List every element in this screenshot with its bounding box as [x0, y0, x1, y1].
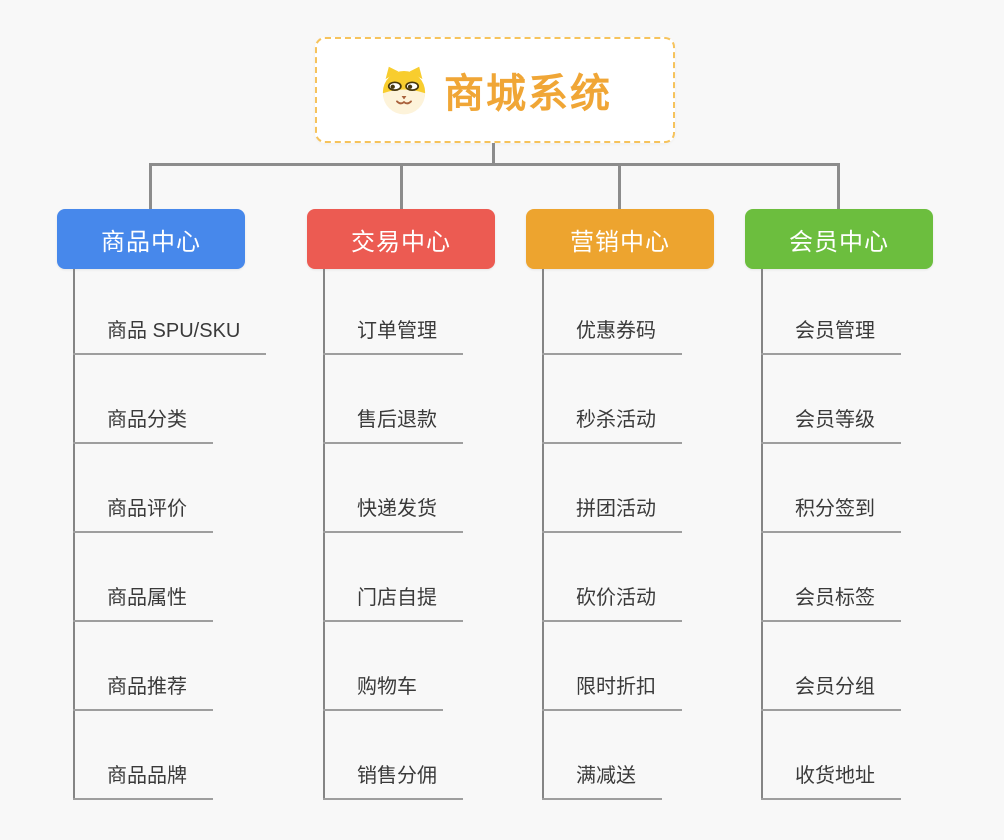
leaf-node[interactable]: 商品评价 — [73, 495, 213, 533]
leaf-node[interactable]: 限时折扣 — [542, 673, 682, 711]
dog-face-icon — [382, 66, 426, 115]
branch-column-trade: 交易中心 订单管理 售后退款 快递发货 门店自提 购物车 销售分佣 — [307, 0, 567, 840]
root-title: 商城系统 — [444, 72, 612, 116]
leaf-node[interactable]: 快递发货 — [323, 495, 463, 533]
branch-trunk-line — [73, 269, 75, 800]
branch-column-members: 会员中心 会员管理 会员等级 积分签到 会员标签 会员分组 收货地址 — [745, 0, 1004, 840]
leaf-node[interactable]: 门店自提 — [323, 584, 463, 622]
leaf-node[interactable]: 售后退款 — [323, 406, 463, 444]
leaf-node[interactable]: 会员标签 — [761, 584, 901, 622]
leaf-node[interactable]: 收货地址 — [761, 762, 901, 800]
connector-drop-marketing — [618, 166, 621, 209]
leaf-node[interactable]: 秒杀活动 — [542, 406, 682, 444]
branch-column-marketing: 营销中心 优惠券码 秒杀活动 拼团活动 砍价活动 限时折扣 满减送 — [526, 0, 786, 840]
leaf-node[interactable]: 会员分组 — [761, 673, 901, 711]
leaf-node[interactable]: 积分签到 — [761, 495, 901, 533]
connector-drop-members — [837, 166, 840, 209]
leaf-node[interactable]: 优惠券码 — [542, 317, 682, 355]
branch-node-member-center[interactable]: 会员中心 — [745, 209, 933, 269]
connector-drop-products — [149, 166, 152, 209]
leaf-node[interactable]: 商品属性 — [73, 584, 213, 622]
leaf-node[interactable]: 商品品牌 — [73, 762, 213, 800]
leaf-node[interactable]: 订单管理 — [323, 317, 463, 355]
leaf-node[interactable]: 拼团活动 — [542, 495, 682, 533]
leaf-node[interactable]: 会员等级 — [761, 406, 901, 444]
branch-node-trade-center[interactable]: 交易中心 — [307, 209, 495, 269]
leaf-node[interactable]: 购物车 — [323, 673, 443, 711]
branch-node-marketing-center[interactable]: 营销中心 — [526, 209, 714, 269]
leaf-node[interactable]: 销售分佣 — [323, 762, 463, 800]
branch-trunk-line — [761, 269, 763, 800]
connector-root-stem — [492, 143, 495, 164]
branch-trunk-line — [323, 269, 325, 800]
connector-drop-trade — [400, 166, 403, 209]
leaf-node[interactable]: 商品 SPU/SKU — [73, 317, 267, 355]
leaf-node[interactable]: 商品推荐 — [73, 673, 213, 711]
root-node-mall-system[interactable]: 商城系统 — [315, 37, 675, 143]
branch-node-product-center[interactable]: 商品中心 — [57, 209, 245, 269]
leaf-node[interactable]: 商品分类 — [73, 406, 213, 444]
leaf-node[interactable]: 会员管理 — [761, 317, 901, 355]
connector-bus-line — [149, 163, 840, 166]
branch-column-products: 商品中心 商品 SPU/SKU 商品分类 商品评价 商品属性 商品推荐 商品品牌 — [57, 0, 317, 840]
leaf-node[interactable]: 满减送 — [542, 762, 662, 800]
leaf-node[interactable]: 砍价活动 — [542, 584, 682, 622]
branch-trunk-line — [542, 269, 544, 800]
